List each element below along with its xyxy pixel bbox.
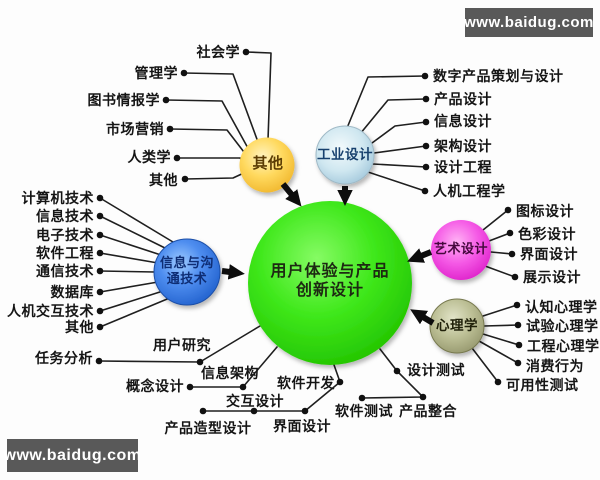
leaf-concept-design: 概念设计 [126,378,184,394]
hub-label-ict-line1: 信息与沟 [159,254,215,270]
arrow-other-to-center [280,182,302,207]
leaf-usability-testing: 可用性测试 [506,377,579,393]
hub-arrows [221,182,435,326]
hub-label-other: 其他 [252,155,284,172]
leaf-software-testing: 软件测试 [335,403,393,419]
connector-dots [95,48,523,415]
watermark-bottom-left: www.baidug.com [4,439,141,472]
hub-label-psychology: 心理学 [436,317,478,333]
arrow-psychology-to-center [410,309,435,326]
leaf-design-testing: 设计测试 [407,362,465,378]
leaf-interface-design-art: 界面设计 [520,246,578,262]
leaf-architecture-design: 架构设计 [434,138,492,154]
leaf-consumer-behavior: 消费行为 [526,358,584,374]
leaf-user-research: 用户研究 [153,337,211,353]
leaf-other-misc: 其他 [149,172,178,188]
industrial-hub-circle [315,125,375,185]
leaf-marketing: 市场营销 [106,121,164,137]
leaf-library-information: 图书情报学 [87,92,160,108]
leaf-interface-design: 界面设计 [273,418,331,434]
leaf-sociology: 社会学 [196,44,240,60]
leaf-color-design: 色彩设计 [518,226,576,242]
leaf-product-styling-design: 产品造型设计 [164,420,252,436]
leaf-information-design: 信息设计 [434,113,492,129]
leaf-anthropology: 人类学 [127,149,171,165]
leaf-software-development: 软件开发 [277,375,335,391]
other-hub-circle [239,137,295,193]
leaf-interaction-design: 交互设计 [226,393,284,409]
leaf-ergonomics: 人机工程学 [433,183,506,199]
leaf-product-design: 产品设计 [434,91,492,107]
leaf-information-architecture: 信息架构 [201,365,259,381]
leaf-electronic-technology: 电子技术 [36,227,94,243]
center-hub-circle [248,201,412,365]
arrow-art-to-center [407,248,433,263]
leaf-display-design: 展示设计 [523,269,581,285]
hub-label-art-design: 艺术设计 [433,241,489,257]
center-node-line2: 创新设计 [295,282,365,299]
hub-circles [153,125,491,365]
leaf-information-technology: 信息技术 [36,208,94,224]
watermark-top-right: www.baidug.com [464,8,593,37]
leaf-engineering-psychology: 工程心理学 [527,338,600,354]
leaf-icon-design: 图标设计 [516,203,574,219]
hub-label-ict: 信息与沟 通技术 [160,255,214,288]
leaf-management: 管理学 [134,65,178,81]
leaf-communication-technology: 通信技术 [36,263,94,279]
leaf-digital-product-planning: 数字产品策划与设计 [433,68,564,84]
leaf-cognitive-psychology: 认知心理学 [525,299,598,315]
leaf-computer-technology: 计算机技术 [21,190,94,206]
hub-label-ict-line2: 通技术 [166,271,208,286]
psychology-hub-circle [429,298,485,354]
leaf-ict-other: 其他 [65,319,94,335]
leaf-experimental-psychology: 试验心理学 [526,318,599,334]
art-hub-circle [431,220,491,280]
leaf-software-engineering: 软件工程 [36,245,94,261]
arrow-ict-to-center [221,264,245,280]
ict-hub-circle [153,238,221,306]
center-node-line1: 用户体验与产品 [270,262,390,280]
leaf-task-analysis: 任务分析 [35,350,93,366]
hub-label-industrial-design: 工业设计 [317,146,373,162]
leaf-design-engineering: 设计工程 [434,159,492,175]
leaf-product-integration: 产品整合 [399,403,457,419]
leaf-database: 数据库 [50,284,94,300]
center-node-label: 用户体验与产品 创新设计 [270,262,389,300]
leaf-human-computer-interaction: 人机交互技术 [7,303,94,319]
